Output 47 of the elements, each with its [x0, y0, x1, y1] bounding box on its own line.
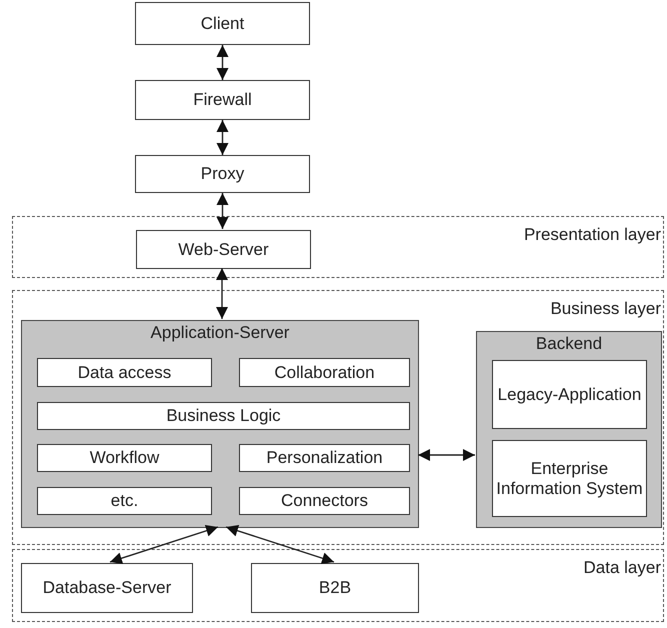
connector-arrow	[110, 525, 218, 564]
component-box	[37, 487, 212, 515]
layer-band	[12, 290, 664, 545]
component-box	[135, 2, 310, 45]
layer-label: Presentation layer	[524, 225, 661, 245]
container-box	[476, 331, 662, 528]
container-box	[21, 320, 419, 528]
connector-arrow	[216, 193, 228, 229]
layer-band	[12, 216, 664, 278]
component-box	[239, 487, 410, 515]
component-box	[251, 563, 419, 613]
box-label: Collaboration	[274, 362, 375, 382]
box-label: Proxy	[200, 164, 244, 184]
component-box	[37, 444, 212, 472]
box-label: Business Logic	[166, 406, 281, 426]
box-label: Data access	[78, 362, 172, 382]
component-box	[492, 360, 647, 429]
box-label: Firewall	[193, 90, 252, 110]
box-label: Connectors	[281, 491, 368, 511]
component-box	[136, 230, 311, 269]
box-label: Personalization	[266, 448, 383, 468]
box-label: Client	[200, 14, 244, 34]
box-label: Legacy-Application	[498, 384, 642, 404]
component-box	[21, 563, 193, 613]
component-box	[492, 440, 647, 517]
component-box	[135, 155, 310, 193]
layer-label: Data layer	[584, 558, 661, 578]
layer-band	[12, 549, 664, 622]
box-label: Database-Server	[42, 578, 172, 598]
box-label: B2B	[318, 578, 352, 598]
component-box	[239, 358, 410, 387]
container-title: Backend	[534, 334, 604, 354]
container-title: Application-Server	[150, 323, 290, 343]
connector-arrow	[216, 45, 228, 80]
connector-arrow	[216, 268, 228, 319]
connector-arrow	[216, 120, 228, 155]
component-box	[239, 444, 410, 472]
box-label: Enterprise Information System	[495, 458, 644, 498]
connector-arrow	[226, 525, 334, 564]
layer-label: Business layer	[550, 299, 661, 319]
component-box	[37, 402, 410, 430]
box-label: Web-Server	[178, 240, 269, 260]
component-box	[135, 80, 310, 120]
box-label: Workflow	[90, 448, 160, 468]
component-box	[37, 358, 212, 387]
connector-arrow	[418, 449, 475, 461]
box-label: etc.	[110, 491, 138, 511]
